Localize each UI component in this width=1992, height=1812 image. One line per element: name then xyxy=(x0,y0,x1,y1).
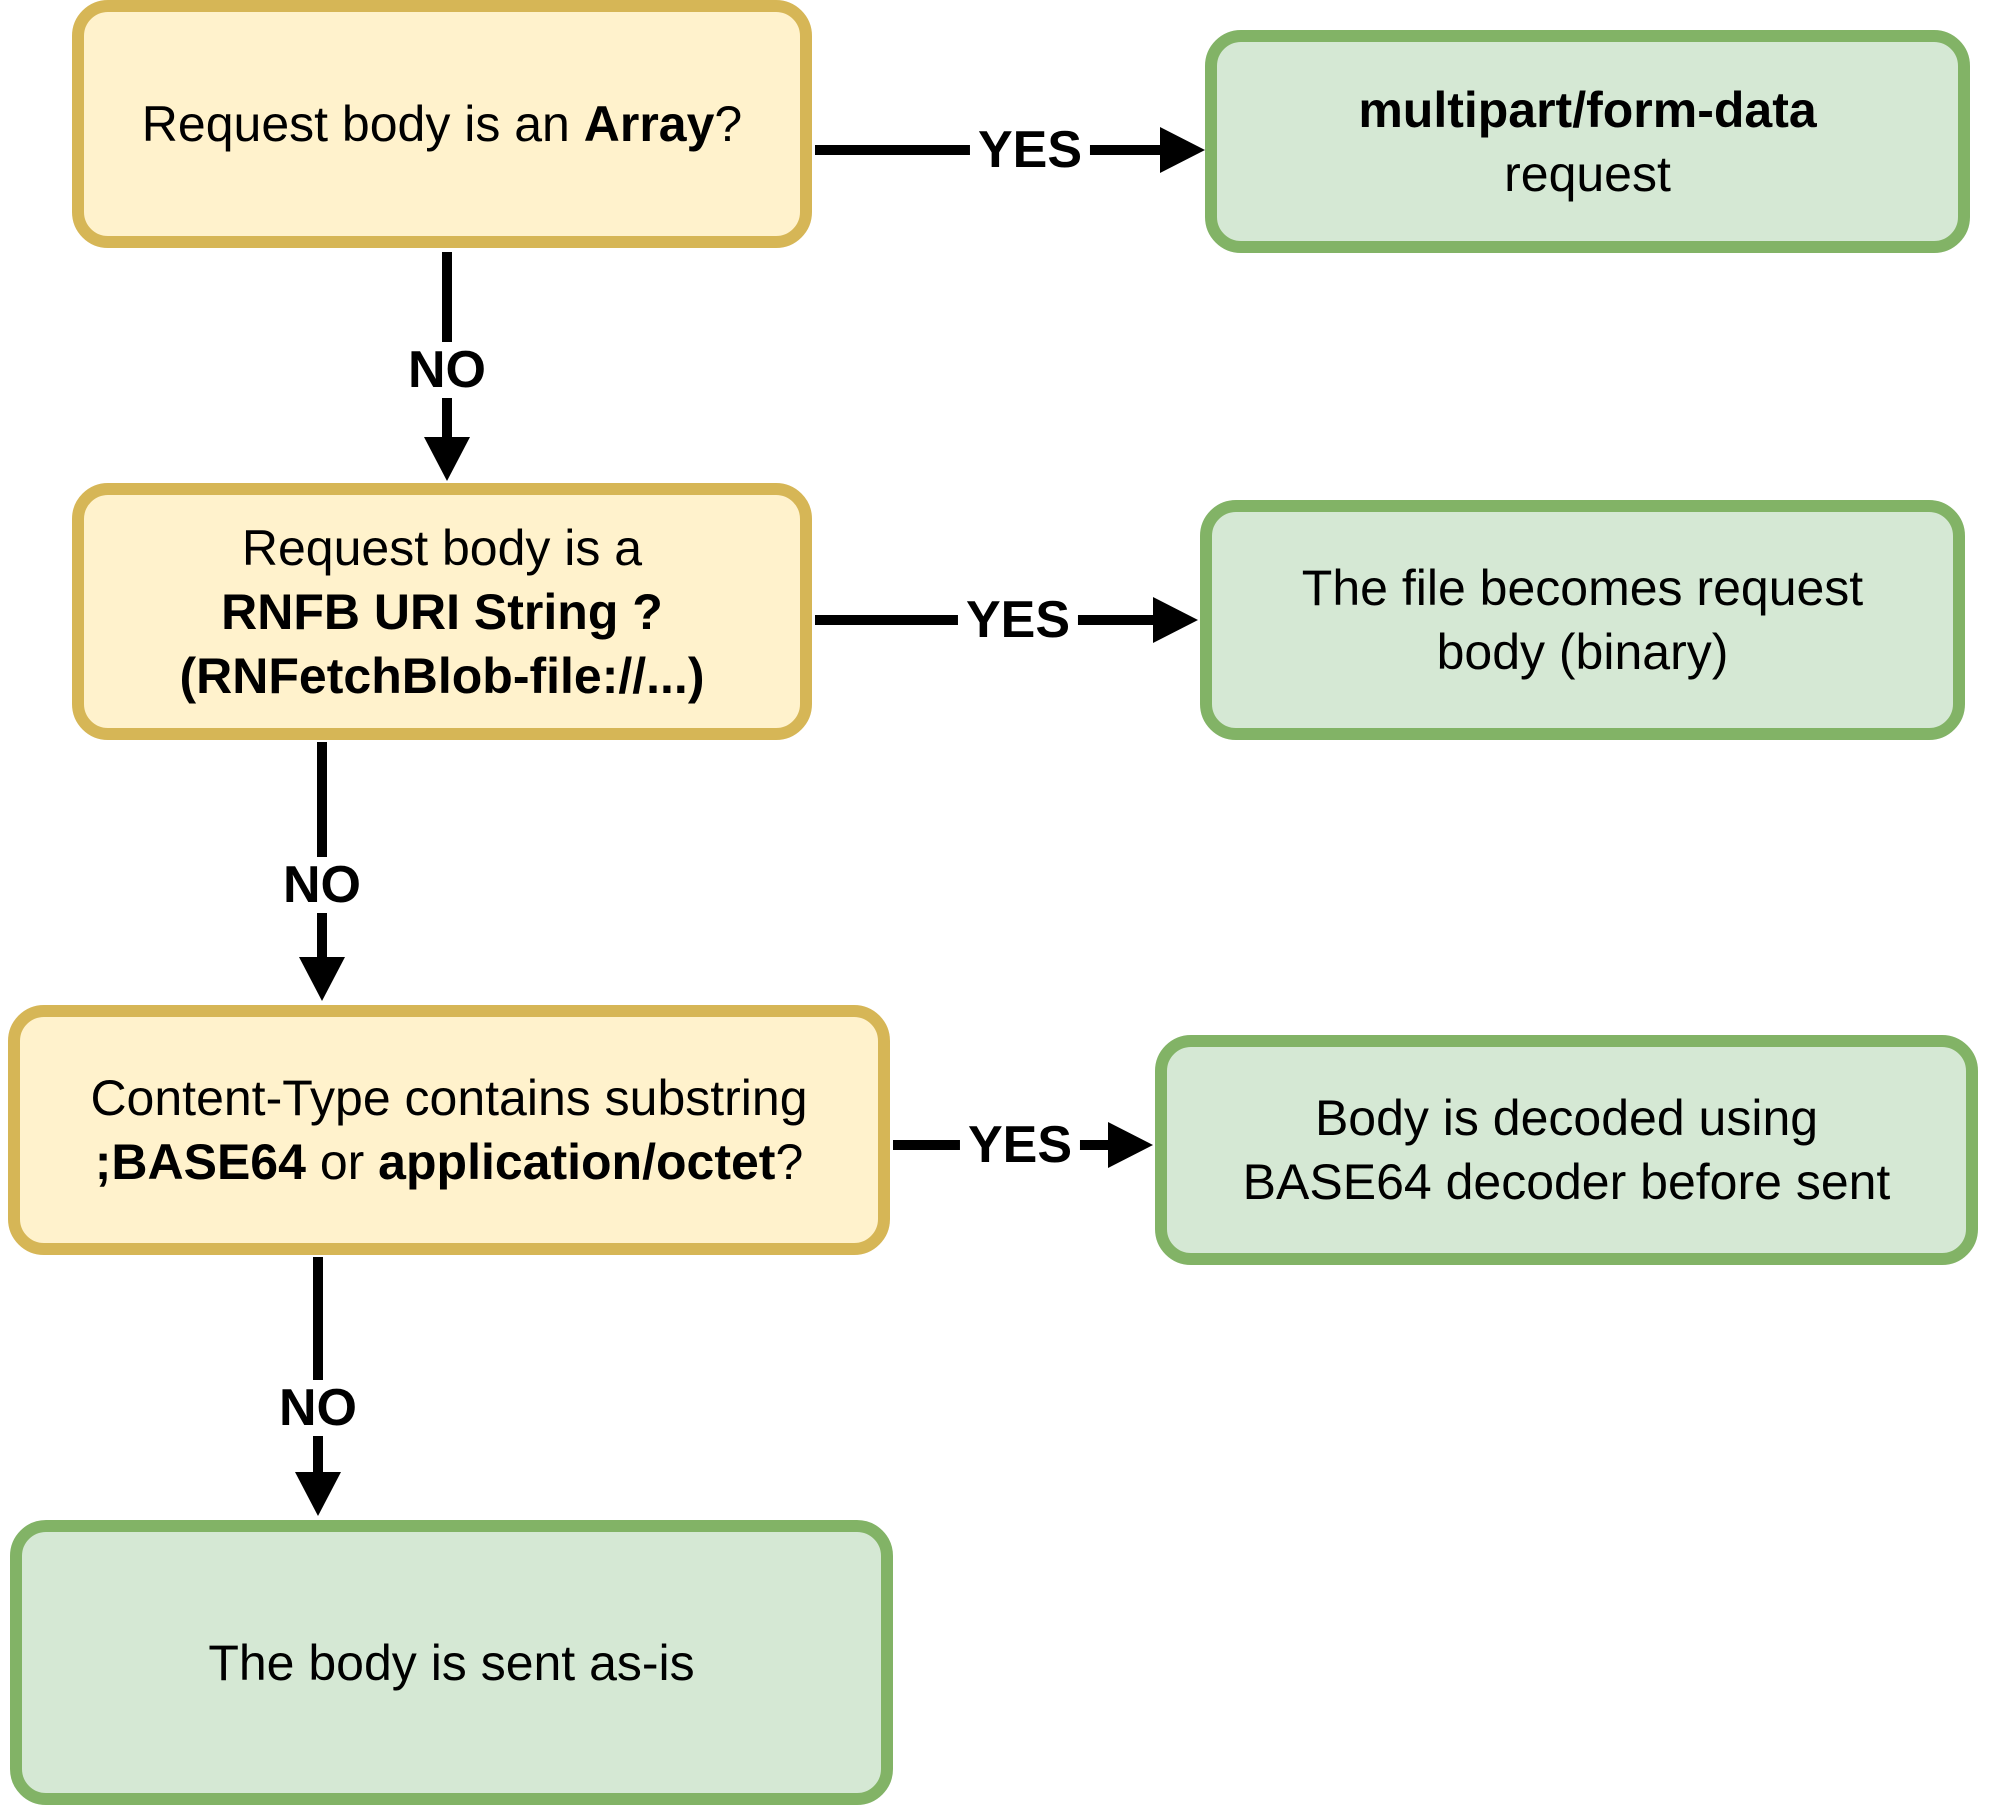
arrow-no-rnfb-to-base64 xyxy=(299,742,345,1001)
result-asis-line1: The body is sent as-is xyxy=(208,1634,695,1691)
result-node-file-binary: The file becomes request body (binary) xyxy=(1200,500,1965,740)
text-segment-bold: RNFB URI String ? xyxy=(221,583,663,640)
question-base64-line1: Content-Type contains substring xyxy=(90,1070,808,1126)
result-node-sent-as-is: The body is sent as-is xyxy=(10,1520,893,1805)
question-rnfb-line2: RNFB URI String ? xyxy=(221,580,663,644)
edge-label-no-2: NO xyxy=(275,857,369,913)
text-segment-bold: multipart/form-data xyxy=(1358,81,1817,138)
question-node-content-type: Content-Type contains substring ;BASE64 … xyxy=(8,1005,890,1255)
question-array-text: Request body is an Array? xyxy=(142,92,742,156)
result-decoded-line1: Body is decoded using xyxy=(1314,1090,1819,1146)
edge-label-no-1: NO xyxy=(400,342,494,398)
question-node-array: Request body is an Array? xyxy=(72,0,812,248)
result-node-base64-decoded: Body is decoded using BASE64 decoder bef… xyxy=(1155,1035,1978,1265)
question-node-rnfb-uri: Request body is a RNFB URI String ? (RNF… xyxy=(72,483,812,740)
text-segment-bold: (RNFetchBlob-file://...) xyxy=(179,647,705,704)
text-segment: ? xyxy=(775,1134,804,1190)
text-segment-bold: Array xyxy=(583,96,715,152)
result-file-line2: body (binary) xyxy=(1436,624,1729,680)
text-segment: ? xyxy=(714,96,743,152)
arrow-no-base64-to-asis xyxy=(295,1257,341,1516)
edge-label-yes-2: YES xyxy=(957,592,1079,648)
text-segment-bold: ;BASE64 xyxy=(94,1134,306,1190)
edge-label-no-3: NO xyxy=(271,1380,365,1436)
question-base64-line2: ;BASE64 or application/octet? xyxy=(95,1130,804,1194)
text-segment: Request body is an xyxy=(141,96,584,152)
text-segment: or xyxy=(305,1134,379,1190)
result-file-line1: The file becomes request xyxy=(1301,560,1864,616)
result-multipart-line1: multipart/form-data xyxy=(1358,78,1816,142)
edge-label-yes-3: YES xyxy=(959,1117,1081,1173)
result-multipart-line2: request xyxy=(1504,145,1671,202)
question-rnfb-line1: Request body is a xyxy=(241,519,643,576)
edge-label-yes-1: YES xyxy=(969,122,1091,178)
text-segment-bold: application/octet xyxy=(378,1134,776,1190)
result-decoded-line2: BASE64 decoder before sent xyxy=(1242,1154,1891,1210)
result-node-multipart: multipart/form-data request xyxy=(1205,30,1970,253)
question-rnfb-line3: (RNFetchBlob-file://...) xyxy=(180,644,705,708)
